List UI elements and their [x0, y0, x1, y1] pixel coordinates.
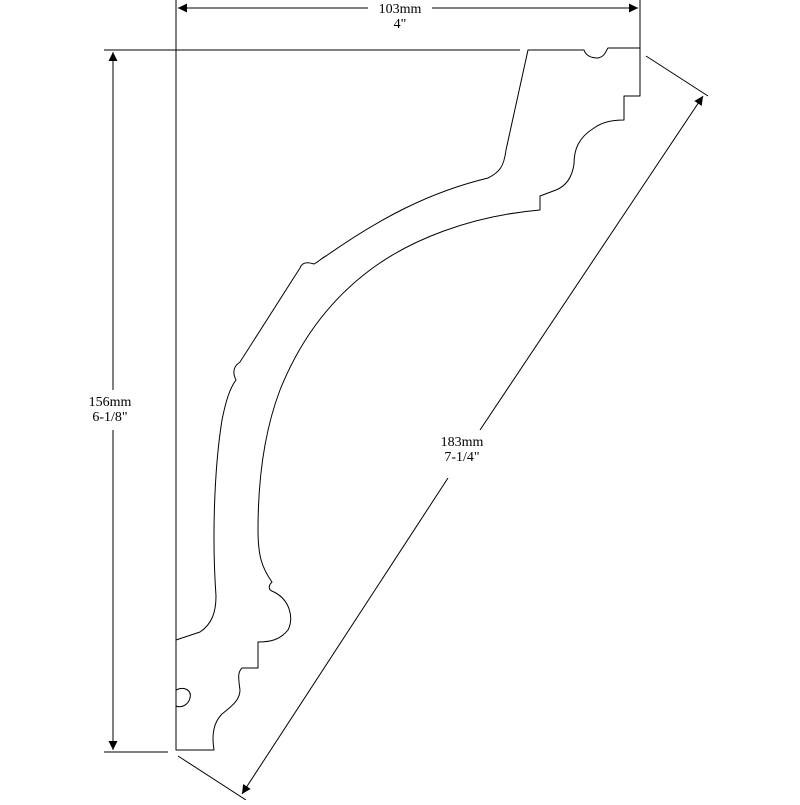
projection-dimension-lower-arrow [241, 477, 449, 795]
projection-imperial-text: 7-1/4" [444, 450, 480, 465]
diagonal-extension-line-bottom [177, 755, 247, 801]
width-imperial-text: 4" [393, 17, 407, 32]
projection-dimension-label: 183mm 7-1/4" [432, 435, 492, 465]
height-imperial-text: 6-1/8" [92, 410, 128, 425]
projection-dimension-upper-arrow [479, 95, 704, 431]
bottom-notch-detail [175, 687, 191, 708]
height-metric-text: 156mm [88, 395, 132, 410]
diagonal-extension-line-top [645, 55, 709, 97]
width-metric-text: 103mm [378, 2, 422, 17]
molding-profile-outline [175, 47, 641, 751]
height-dimension-label: 156mm 6-1/8" [72, 395, 148, 425]
projection-metric-text: 183mm [440, 435, 484, 450]
width-dimension-label: 103mm 4" [370, 2, 430, 32]
